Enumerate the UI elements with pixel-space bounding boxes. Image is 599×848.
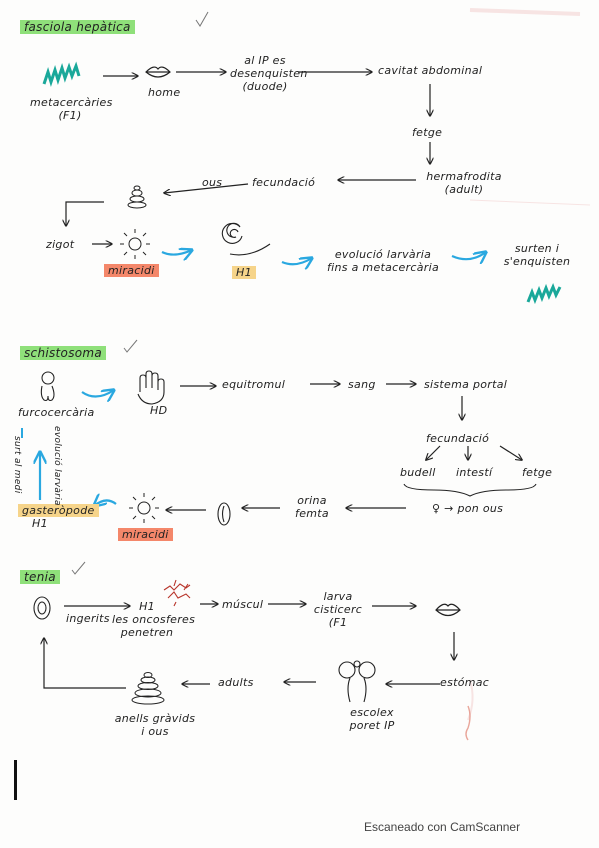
arrow — [66, 201, 104, 226]
check-mark-icon — [71, 561, 86, 575]
metacercaria-icon — [42, 61, 81, 87]
label-fetge: fetge — [522, 466, 553, 479]
label-sang: sang — [348, 378, 376, 391]
label-zigot: zigot — [46, 238, 75, 251]
label-furcocercaria: furcocercària — [18, 406, 95, 419]
label-miracidi: miracidi — [104, 264, 159, 277]
label-cavitat: cavitat abdominal — [378, 64, 483, 77]
miracidium-icon — [129, 493, 159, 523]
scanner-watermark: Escaneado con CamScanner — [364, 820, 521, 834]
egg-icon — [217, 502, 231, 526]
label-metacercaries: metacercàries(F1) — [30, 96, 113, 122]
blue-arrow — [281, 258, 312, 264]
furcocercaria-icon — [40, 371, 55, 402]
oncosphere-icon — [163, 579, 191, 607]
label-surt-al-medi: surt al medi — [12, 436, 22, 494]
mouth-icon — [145, 66, 171, 78]
label-home: home — [148, 86, 181, 99]
blue-arrow — [81, 390, 114, 397]
snail-icon — [221, 222, 271, 256]
scolex-icon — [338, 660, 376, 703]
label-estomac: estómac — [440, 676, 490, 689]
blue-arrow — [451, 252, 486, 259]
check-mark-icon — [123, 339, 138, 353]
mouth-icon — [435, 603, 461, 617]
section-title-schistosoma: schistosoma — [20, 346, 107, 360]
label-fecundacio: fecundació — [252, 176, 316, 189]
label-gasteropode: gasteròpode H1 — [18, 504, 99, 530]
check-mark-icon — [195, 11, 209, 27]
eggs-pile-icon — [127, 185, 147, 209]
label-muscul: múscul — [222, 598, 264, 611]
brace-bracket — [403, 483, 537, 497]
hand-icon — [137, 370, 165, 405]
label-adults: adults — [218, 676, 254, 689]
label-sistema-portal: sistema portal — [424, 378, 508, 391]
bleed-through-marks — [467, 8, 591, 721]
label-equitrom: equitromul — [222, 378, 286, 391]
page-edge-mark — [14, 760, 17, 800]
arrow — [164, 183, 249, 193]
label-budell: budell — [400, 466, 436, 479]
label-hd: HD — [150, 404, 168, 417]
label-pon-ous: ♀ → pon ous — [432, 502, 504, 515]
label-fecundacio: fecundació — [426, 432, 490, 445]
proglottids-icon — [131, 672, 165, 705]
label-ous: ous — [202, 176, 223, 189]
label-evolucio-larvaria: evolució larvària — [52, 426, 62, 506]
stray-pen-mark — [465, 705, 471, 741]
cyst-icon — [33, 596, 51, 620]
miracidium-icon — [120, 229, 150, 259]
label-miracidi: miracidi — [118, 528, 173, 541]
section-title-fasciola: fasciola hepàtica — [20, 20, 135, 34]
label-intesti: intestí — [456, 466, 493, 479]
arrow — [44, 638, 126, 689]
label-fetge: fetge — [412, 126, 443, 139]
label-hermafrodita: hermafrodita(adult) — [426, 170, 502, 196]
arrow — [499, 445, 522, 460]
arrow — [426, 445, 441, 460]
metacercaria-icon — [526, 283, 562, 305]
blue-arrow — [161, 250, 192, 255]
label-ingerits: ingerits — [66, 612, 110, 625]
section-title-tenia: tenia — [20, 570, 60, 584]
label-h1: H1 — [232, 266, 256, 279]
